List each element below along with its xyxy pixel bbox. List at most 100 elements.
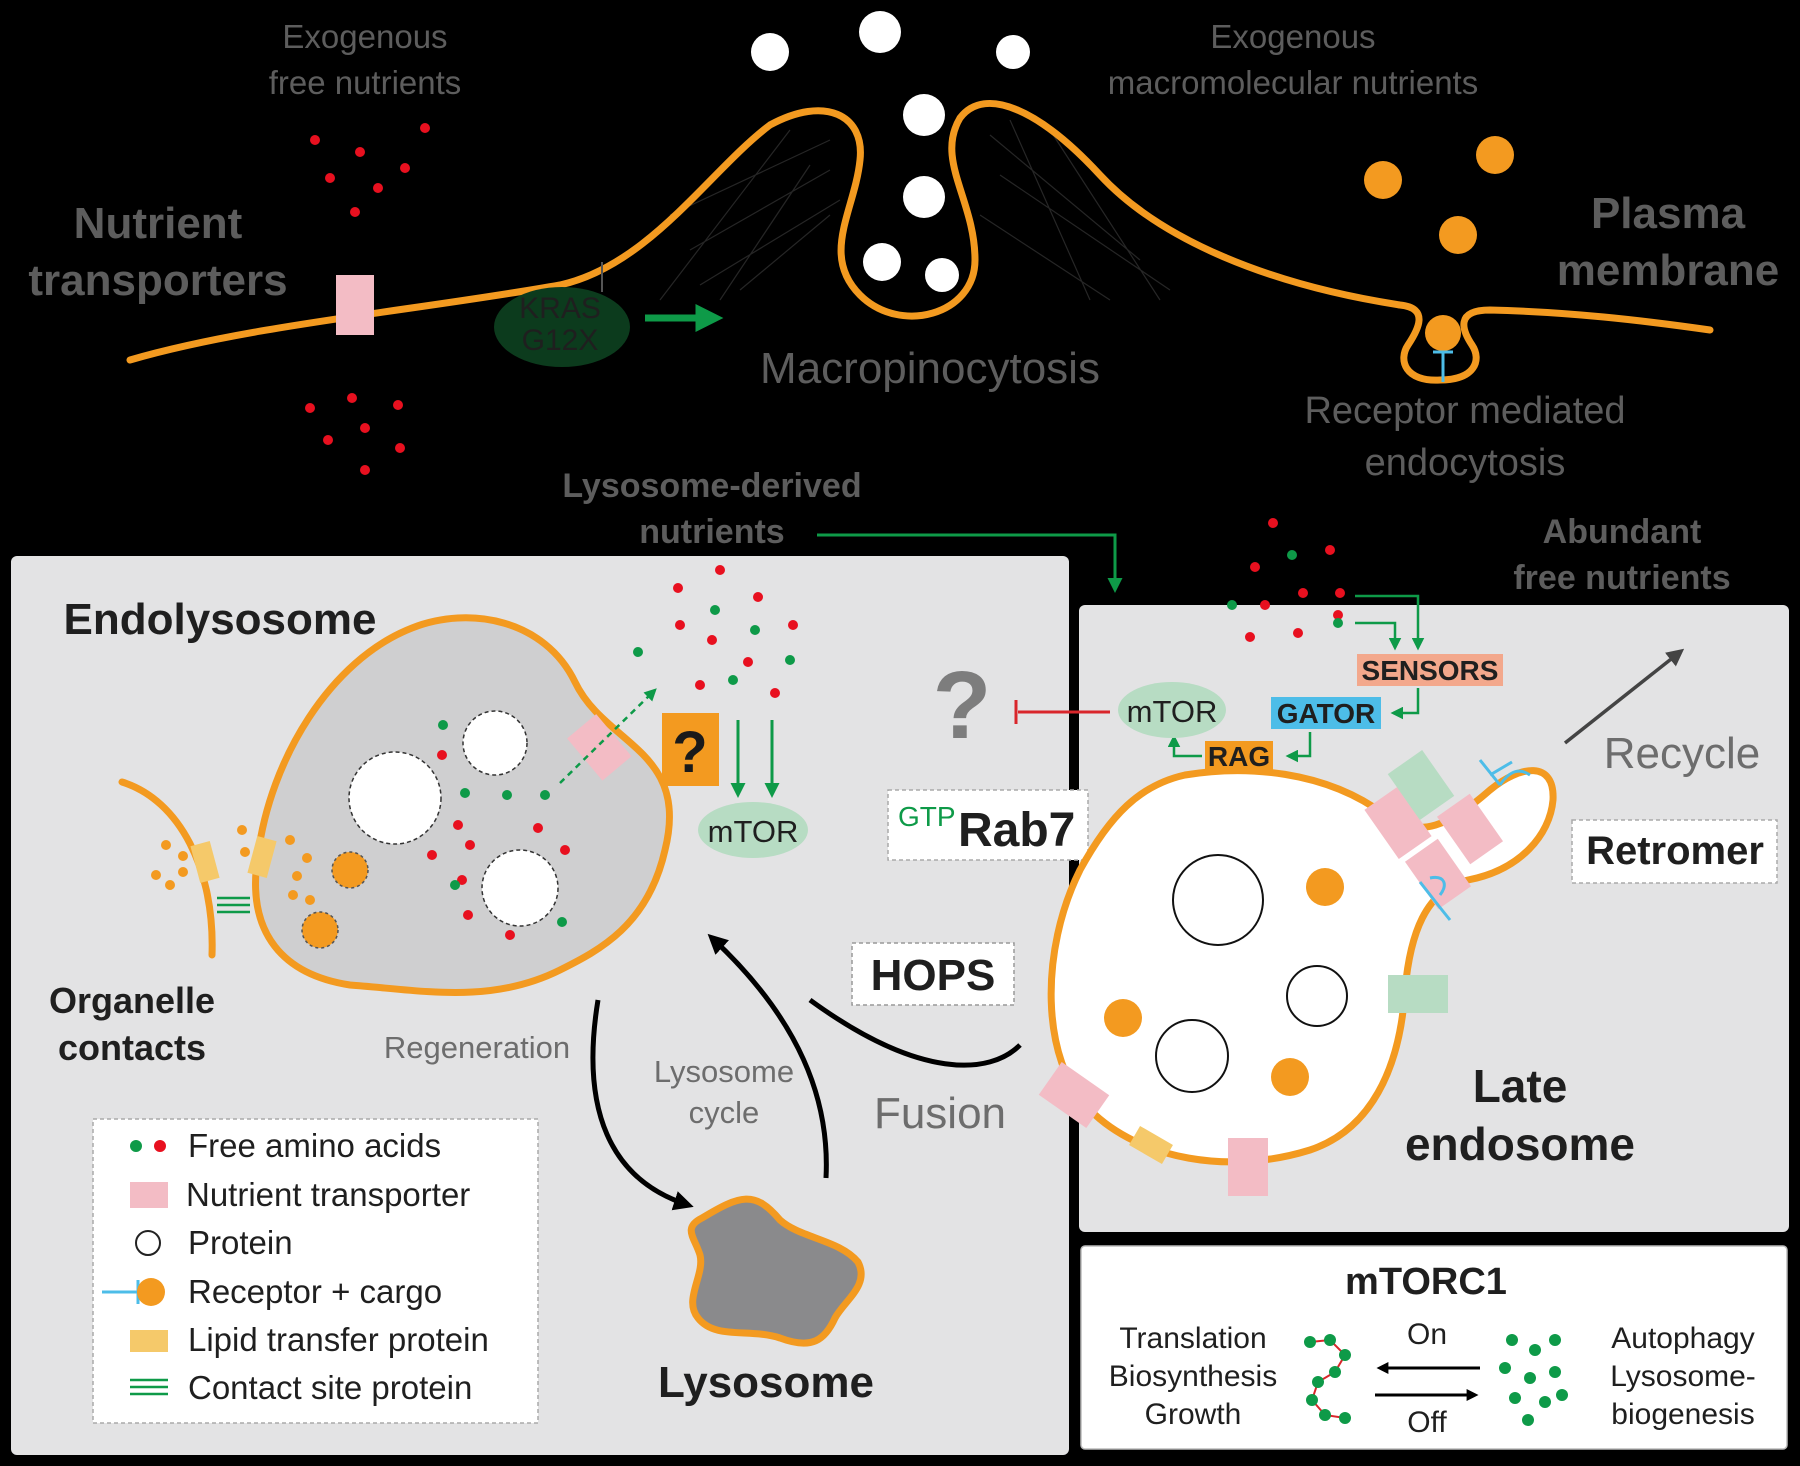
- late-protein-2: [1286, 965, 1348, 1027]
- legend-box: [92, 1118, 539, 1424]
- late-cargo-1: [1306, 868, 1344, 906]
- plasma-nutrient-transporter: [336, 275, 374, 335]
- gtp-label: GTP: [898, 801, 956, 832]
- legend-label-lipid-transfer: Lipid transfer protein: [188, 1321, 489, 1358]
- mtorc1-title: mTORC1: [1345, 1261, 1507, 1303]
- gator-label: GATOR: [1277, 698, 1376, 729]
- recycle-label: Recycle: [1604, 729, 1761, 778]
- lysosome-cycle-label-1: Lysosome: [654, 1054, 794, 1089]
- exogenous-macro-label-1: Exogenous: [1210, 18, 1375, 55]
- organelle-contacts-label-1: Organelle: [49, 980, 215, 1021]
- kras-label: KRAS: [519, 292, 601, 325]
- rab7-label: Rab7: [958, 804, 1075, 857]
- contact-site-icon: [130, 1378, 168, 1396]
- endolysosome-protein-3: [481, 849, 559, 927]
- lysosome-label: Lysosome: [658, 1358, 874, 1407]
- mtorc1-left-3: Growth: [1145, 1398, 1242, 1431]
- late-lipid-transfer: [1129, 1125, 1173, 1165]
- contact-site-protein: [217, 896, 250, 914]
- regeneration-arrow: [590, 999, 694, 1211]
- late-protein-3: [1155, 1019, 1229, 1093]
- rab7-box: [887, 789, 1089, 861]
- legend-label-amino-acids: Free amino acids: [188, 1127, 441, 1164]
- mtor-bubble-right: [1118, 682, 1226, 738]
- legend: Free amino acids Nutrient transporter Pr…: [92, 1118, 539, 1424]
- lysosome-to-endolysosome-arrow: [707, 933, 829, 1179]
- abundant-amino-red: [1245, 518, 1345, 642]
- late-protein-1: [1172, 854, 1264, 946]
- sensors-label: SENSORS: [1362, 655, 1499, 686]
- gator-box: [1271, 697, 1381, 729]
- late-transporter-2: [1436, 793, 1504, 865]
- free-amino-acids-icon: [1499, 1334, 1568, 1426]
- macromolecular-spheres: [751, 11, 1030, 292]
- retromer-complex-1: [1387, 750, 1455, 820]
- kras-badge: [494, 287, 630, 367]
- late-transporter-1: [1364, 786, 1432, 860]
- retromer-complex-2: [1388, 975, 1448, 1013]
- rme-cargo: [1364, 136, 1514, 351]
- late-cargo-3: [1271, 1058, 1309, 1096]
- late-endosome-panel: SENSORS GATOR RAG mTOR ? GTP Rab7: [887, 518, 1789, 1232]
- lysosome-derived-label-2: nutrients: [639, 513, 784, 551]
- free-nutrients-dots: [305, 123, 430, 475]
- abundant-nutrients-label-2: free nutrients: [1513, 559, 1730, 597]
- mtorc1-right-2: Lysosome-: [1610, 1360, 1756, 1393]
- plasma-membrane-label-1: Plasma: [1591, 189, 1746, 238]
- lysosome-derived-arrow: [817, 533, 1123, 593]
- macropinocytosis-label: Macropinocytosis: [760, 344, 1100, 393]
- mtor-label-right: mTOR: [1127, 694, 1218, 729]
- legend-label-contact-site: Contact site protein: [188, 1369, 472, 1406]
- exogenous-free-label-1: Exogenous: [282, 18, 447, 55]
- recycle-arrow: [1563, 648, 1685, 745]
- released-amino-green: [633, 605, 795, 685]
- rme-label-1: Receptor mediated: [1304, 390, 1625, 432]
- lysosome-shape: [687, 1195, 865, 1347]
- late-transporter-5: [1228, 1138, 1268, 1196]
- late-transporter-3: [1404, 838, 1472, 910]
- transporter-icon: [130, 1182, 168, 1208]
- endolysosome-protein-2: [462, 710, 528, 776]
- mtorc1-box-bg: [1080, 1245, 1788, 1450]
- fusion-arrow: [808, 997, 1022, 1068]
- rme-label-2: endocytosis: [1365, 442, 1566, 484]
- late-transporter-4: [1038, 1061, 1110, 1129]
- legend-label-transporter: Nutrient transporter: [186, 1176, 470, 1213]
- nutrient-transporters-label-1: Nutrient: [74, 199, 243, 248]
- endolysosome-amino-green: [438, 720, 567, 927]
- neighbor-organelle-membrane: [118, 778, 216, 959]
- nutrient-transporters-label-2: transporters: [28, 256, 287, 305]
- late-endosome-label-1: Late: [1473, 1060, 1568, 1112]
- efflux-arrow: [559, 688, 657, 784]
- question-mark-left: ?: [672, 720, 707, 785]
- lipid-transfer-protein-right: [247, 836, 277, 878]
- on-label: On: [1407, 1318, 1447, 1351]
- exogenous-free-label-2: free nutrients: [269, 64, 462, 101]
- rag-box: [1205, 741, 1273, 771]
- abundant-amino-green: [1227, 550, 1343, 628]
- mtorc1-box: mTORC1 Translation Biosynthesis Growth O…: [1080, 1245, 1788, 1450]
- hops-label: HOPS: [871, 951, 996, 1000]
- plasma-membrane: [126, 100, 1714, 384]
- late-cargo-2: [1104, 999, 1142, 1037]
- endolysosome-protein-1: [348, 751, 442, 845]
- off-label: Off: [1407, 1406, 1447, 1439]
- gator-to-rag-arrow: [1285, 732, 1312, 763]
- late-receptors: [1418, 759, 1531, 921]
- endolysosome-cargo-2: [301, 911, 339, 949]
- mtor-bubble-left: [698, 802, 808, 858]
- mtorc1-left-2: Biosynthesis: [1109, 1360, 1277, 1393]
- endolysosome-body: [252, 614, 674, 996]
- endolysosome-amino-red: [427, 750, 570, 940]
- question-mark-right: ?: [933, 652, 992, 759]
- abundant-nutrients-label-1: Abundant: [1543, 513, 1702, 551]
- mtorc1-right-1: Autophagy: [1611, 1322, 1754, 1355]
- mtor-label-left: mTOR: [708, 814, 799, 849]
- retromer-box: [1571, 819, 1778, 884]
- sensing-arrow-2: [1355, 621, 1402, 651]
- organelle-contacts-label-2: contacts: [58, 1027, 206, 1068]
- peptide-chain-icon: [1304, 1334, 1351, 1424]
- receptor-cargo-icon: [102, 1278, 165, 1306]
- fusion-label: Fusion: [874, 1089, 1006, 1138]
- lysosome-cycle-label-2: cycle: [689, 1095, 760, 1130]
